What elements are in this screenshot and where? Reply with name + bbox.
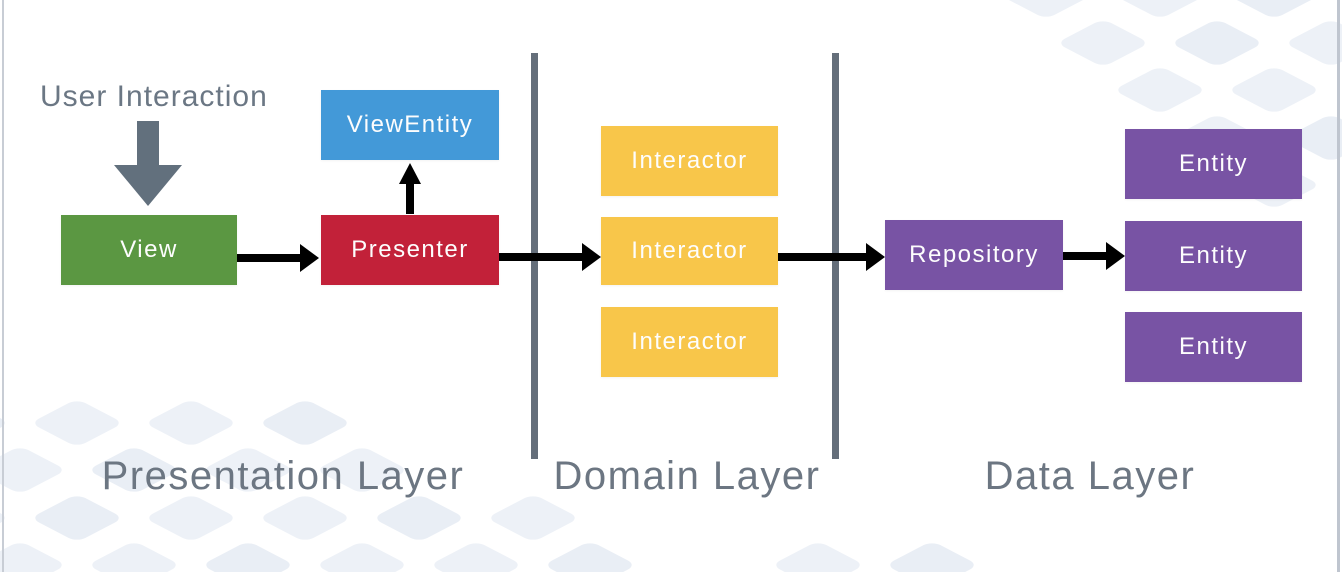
arrow-presenter-to-interactor-icon <box>499 243 601 271</box>
arrow-shaft <box>237 254 302 262</box>
arrow-shaft <box>406 182 414 214</box>
pattern-diamond <box>30 493 124 542</box>
pattern-diamond <box>1113 0 1207 20</box>
user-interaction-down-arrow-icon <box>114 121 182 206</box>
arrow-head <box>1106 242 1125 270</box>
arrow-head <box>866 243 885 271</box>
user-interaction-label: User Interaction <box>40 80 268 113</box>
pattern-diamond <box>1284 18 1342 67</box>
presentation-layer-title: Presentation Layer <box>101 454 465 498</box>
pattern-diamond <box>87 540 181 572</box>
arrow-head <box>399 163 421 184</box>
pattern-diamond <box>0 445 67 495</box>
entity-box-2: Entity <box>1125 221 1302 291</box>
arrow-shaft <box>499 253 584 261</box>
down-arrow-head <box>114 165 182 206</box>
pattern-diamond <box>144 493 238 542</box>
domain-layer-title: Domain Layer <box>553 454 821 498</box>
pattern-diamond <box>543 540 637 572</box>
view-entity-box: ViewEntity <box>321 90 499 160</box>
arrow-presenter-to-viewentity-icon <box>399 163 421 214</box>
arrow-shaft <box>1063 252 1108 260</box>
pattern-diamond <box>1170 18 1264 67</box>
interactor-box-2: Interactor <box>601 217 778 285</box>
pattern-diamond <box>258 398 352 447</box>
left-edge-border <box>2 0 4 572</box>
presenter-box: Presenter <box>321 215 499 285</box>
pattern-diamond <box>1113 65 1207 115</box>
view-box: View <box>61 215 237 285</box>
pattern-diamond <box>771 540 865 572</box>
arrow-head <box>300 244 319 272</box>
entity-box-1: Entity <box>1125 129 1302 199</box>
arrow-interactor-to-repository-icon <box>778 243 885 271</box>
pattern-diamond <box>201 540 295 572</box>
repository-box: Repository <box>885 220 1063 290</box>
right-edge-border <box>1337 0 1340 572</box>
arrow-view-to-presenter-icon <box>237 244 319 272</box>
pattern-diamond <box>885 540 979 572</box>
entity-box-3: Entity <box>1125 312 1302 382</box>
pattern-diamond <box>1227 0 1321 20</box>
interactor-box-1: Interactor <box>601 126 778 196</box>
pattern-diamond <box>999 0 1093 20</box>
interactor-box-3: Interactor <box>601 307 778 377</box>
arrow-head <box>582 243 601 271</box>
pattern-diamond <box>144 398 238 447</box>
pattern-diamond <box>486 493 580 542</box>
pattern-diamond <box>30 398 124 447</box>
pattern-diamond <box>258 493 352 542</box>
pattern-diamond <box>429 540 523 572</box>
pattern-diamond <box>1056 18 1150 67</box>
data-layer-title: Data Layer <box>984 454 1196 498</box>
pattern-diamond <box>315 540 409 572</box>
arrow-shaft <box>778 253 868 261</box>
down-arrow-shaft <box>137 121 159 166</box>
pattern-diamond <box>0 540 67 572</box>
pattern-diamond <box>372 493 466 542</box>
pattern-diamond <box>1227 65 1321 115</box>
arrow-repository-to-entity-icon <box>1063 242 1125 270</box>
